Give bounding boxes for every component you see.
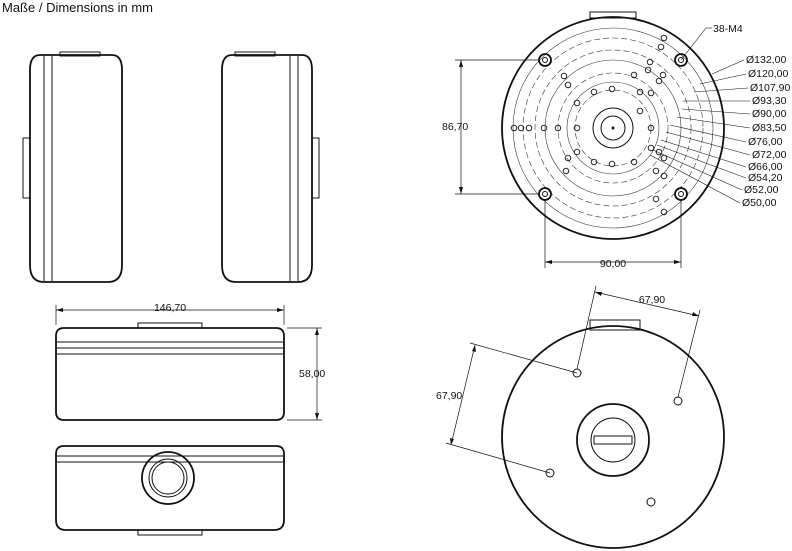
back-dimension-b-label: 67,90 — [436, 390, 462, 402]
diameter-label: Ø90,00 — [752, 108, 787, 120]
bolt-horizontal-dimension: 90,00 — [544, 200, 682, 270]
diameter-leaders: Ø132,00 Ø120,00 Ø107,90 Ø93,30 Ø90,00 Ø8… — [649, 54, 790, 209]
thread-label: 38-M4 — [713, 23, 743, 35]
height-label: 58,00 — [299, 368, 325, 380]
side-view-left — [22, 51, 123, 283]
page-title: Maße / Dimensions in mm — [2, 0, 153, 15]
bolt-vertical-dimension: 86,70 — [442, 59, 539, 195]
thread-callout: 38-M4 — [680, 23, 743, 61]
width-dimension: 146,70 — [55, 302, 285, 325]
back-view — [55, 445, 285, 536]
width-label: 146,70 — [154, 302, 186, 314]
diameter-label: Ø50,00 — [742, 197, 777, 209]
bottom-view — [501, 319, 725, 549]
diameter-label: Ø83,50 — [752, 122, 787, 134]
height-dimension: 58,00 — [287, 327, 325, 421]
diameter-label: Ø76,00 — [748, 136, 783, 148]
diameter-label: Ø120,00 — [748, 68, 788, 80]
diameter-label: Ø54,20 — [748, 172, 783, 184]
diameter-label: Ø132,00 — [746, 54, 786, 66]
back-dimension-b: 67,90 — [436, 342, 578, 474]
bolt-vertical-label: 86,70 — [442, 121, 468, 133]
diameter-label: Ø66,00 — [748, 161, 783, 173]
top-view — [501, 11, 725, 240]
diameter-label: Ø52,00 — [744, 184, 779, 196]
back-dimension-a-label: 67,90 — [639, 294, 665, 306]
bolt-horizontal-label: 90,00 — [600, 258, 626, 270]
diameter-label: Ø107,90 — [750, 82, 790, 94]
front-view — [55, 322, 285, 421]
side-view-right — [221, 51, 320, 283]
diameter-label: Ø72,00 — [752, 149, 787, 161]
diameter-label: Ø93,30 — [752, 95, 787, 107]
back-dimension-a: 67,90 — [576, 285, 701, 398]
